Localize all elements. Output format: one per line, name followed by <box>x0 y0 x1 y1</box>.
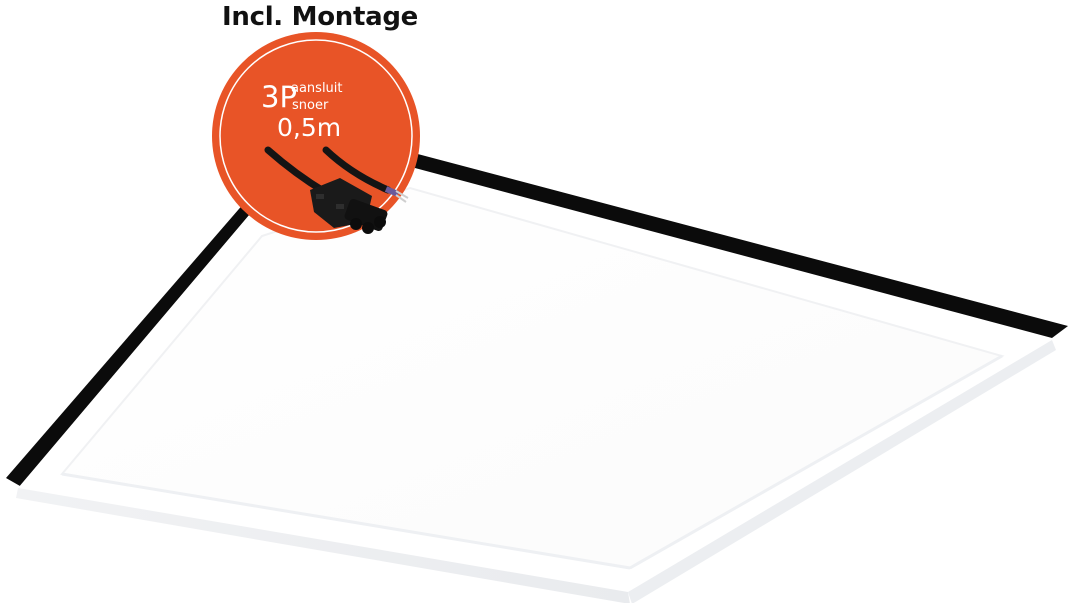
badge-circle <box>212 32 420 240</box>
badge-label-line2: snoer <box>292 98 329 113</box>
panel-right-edge <box>628 340 1056 603</box>
badge-ring <box>219 39 413 233</box>
badge-cable-length: 0,5m <box>277 113 342 142</box>
connector-badge <box>212 32 420 240</box>
led-panel-icon <box>16 166 1056 603</box>
panel-inner-edge-right <box>629 354 1003 570</box>
badge-label-line1: aansluit <box>291 81 343 96</box>
panel-inner-edge-front <box>61 472 631 570</box>
frame-left-edge <box>6 202 250 486</box>
frame-top-edge <box>395 148 1068 338</box>
headline: Incl. Montage <box>222 2 419 32</box>
badge-connector-type: 3P <box>261 80 297 114</box>
3-pin-connector-icon <box>310 178 388 234</box>
panel-front-edge <box>16 488 630 603</box>
